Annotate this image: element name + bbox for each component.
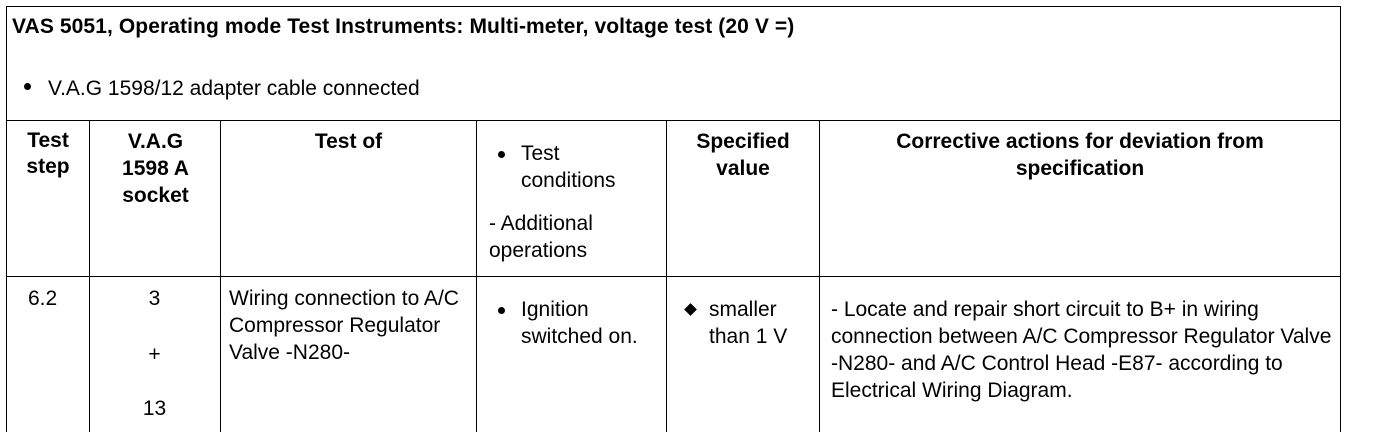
row-test-of: Wiring connection to A/C Compressor Regu… bbox=[229, 287, 459, 364]
column-divider bbox=[666, 120, 667, 432]
header-test-step: Test step bbox=[26, 129, 70, 178]
header-conditions: Test conditions bbox=[498, 140, 658, 194]
document-table-frame bbox=[6, 6, 1341, 432]
row-condition-bullet: Ignition switched on. bbox=[498, 296, 660, 350]
bullet-icon bbox=[498, 307, 505, 314]
header-socket: V.A.G 1598 A socket bbox=[122, 130, 189, 207]
row-socket-sep: + bbox=[148, 343, 161, 366]
precondition-text: V.A.G 1598/12 adapter cable connected bbox=[48, 77, 420, 100]
table-top-border bbox=[6, 120, 1341, 121]
header-test-of: Test of bbox=[314, 130, 383, 153]
diamond-icon bbox=[684, 303, 697, 316]
row-socket-b: 13 bbox=[142, 397, 167, 420]
precondition-item: V.A.G 1598/12 adapter cable connected bbox=[24, 77, 420, 101]
column-divider bbox=[89, 120, 90, 432]
header-conditions-bullet: Test conditions bbox=[498, 140, 658, 194]
row-socket-a: 3 bbox=[148, 287, 161, 310]
page-title: VAS 5051, Operating mode Test Instrument… bbox=[12, 15, 795, 38]
header-row-divider bbox=[6, 276, 1341, 277]
row-condition-text: Ignition switched on. bbox=[521, 298, 638, 348]
header-specified-value: Specified value bbox=[696, 130, 790, 180]
header-conditions-text: Test conditions bbox=[521, 142, 616, 192]
row-condition: Ignition switched on. bbox=[498, 296, 660, 350]
bullet-icon bbox=[498, 151, 505, 158]
row-specified: smaller than 1 V bbox=[684, 296, 814, 350]
header-additional-operations: - Additional operations bbox=[489, 212, 593, 262]
row-specified-item: smaller than 1 V bbox=[684, 296, 814, 350]
header-corrective-actions: Corrective actions for deviation from sp… bbox=[896, 130, 1264, 180]
bullet-icon bbox=[24, 83, 31, 90]
row-specified-text: smaller than 1 V bbox=[709, 298, 788, 348]
column-divider bbox=[220, 120, 221, 432]
column-divider bbox=[819, 120, 820, 432]
column-divider bbox=[476, 120, 477, 432]
row-corrective-actions: - Locate and repair short circuit to B+ … bbox=[831, 298, 1332, 402]
row-test-step: 6.2 bbox=[28, 287, 58, 310]
